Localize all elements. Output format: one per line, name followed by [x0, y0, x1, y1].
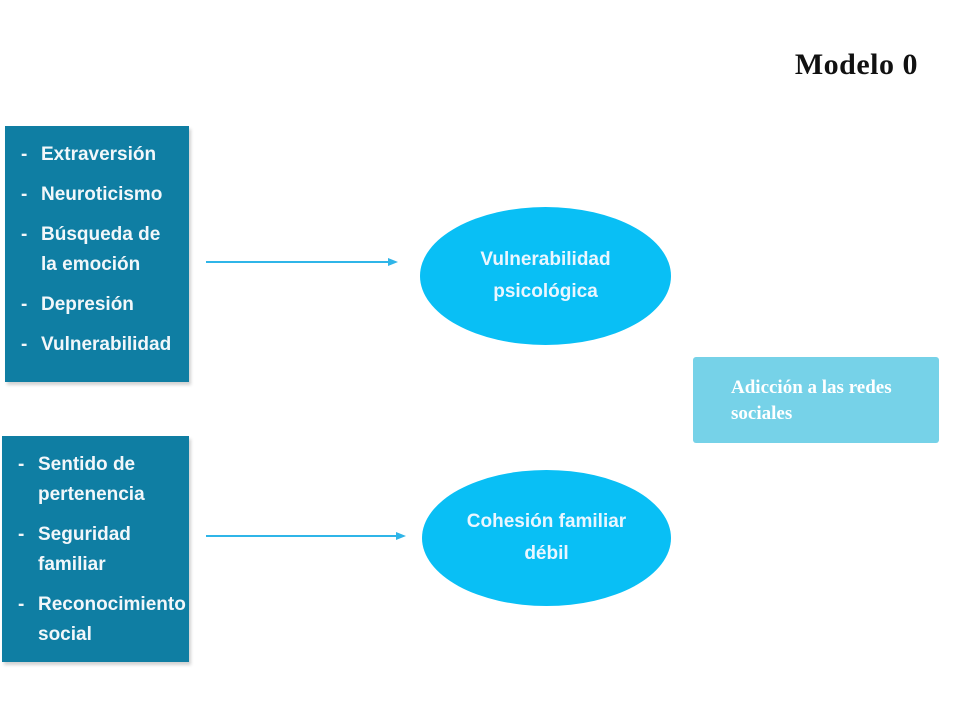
factor-box-family: - Sentido de pertenencia - Seguridad fam…: [2, 436, 189, 662]
factor-item: - Seguridad familiar: [16, 520, 138, 580]
outcome-box: Adicción a las redes sociales: [693, 357, 939, 443]
construct-vulnerability: Vulnerabilidad psicológica: [420, 207, 671, 345]
bullet-dash: -: [21, 334, 28, 355]
bullet-dash: -: [18, 454, 25, 475]
factor-label: Depresión: [41, 294, 134, 315]
factor-label: Sentido de pertenencia: [38, 454, 145, 505]
factor-item: - Sentido de pertenencia: [16, 450, 148, 510]
factor-item: - Depresión: [19, 290, 175, 320]
factor-label: Reconocimiento social: [38, 594, 186, 645]
factor-label: Vulnerabilidad: [41, 334, 172, 355]
factor-item: - Neuroticismo: [19, 180, 175, 210]
bullet-dash: -: [21, 294, 28, 315]
bullet-dash: -: [21, 224, 28, 245]
factor-item: - Vulnerabilidad: [19, 330, 175, 360]
bullet-dash: -: [18, 594, 25, 615]
factor-label: Búsqueda de la emoción: [41, 224, 161, 275]
factor-label: Extraversión: [41, 144, 157, 165]
arrow-to-vulnerability: [206, 258, 398, 266]
factor-list-family: - Sentido de pertenencia - Seguridad fam…: [16, 450, 186, 650]
bullet-dash: -: [18, 524, 25, 545]
bullet-dash: -: [21, 144, 28, 165]
factor-box-psychological: - Extraversión - Neuroticismo - Búsqueda…: [5, 126, 189, 382]
arrow-to-cohesion: [206, 532, 406, 540]
factor-item: - Reconocimiento social: [16, 590, 188, 650]
factor-label: Seguridad familiar: [38, 524, 131, 575]
factor-item: - Búsqueda de la emoción: [19, 220, 171, 280]
diagram-title: Modelo 0: [794, 48, 918, 81]
construct-family-cohesion: Cohesión familiar débil: [422, 470, 671, 606]
factor-label: Neuroticismo: [41, 184, 163, 205]
factor-item: - Extraversión: [19, 140, 175, 170]
factor-list-psychological: - Extraversión - Neuroticismo - Búsqueda…: [19, 140, 175, 360]
bullet-dash: -: [21, 184, 28, 205]
